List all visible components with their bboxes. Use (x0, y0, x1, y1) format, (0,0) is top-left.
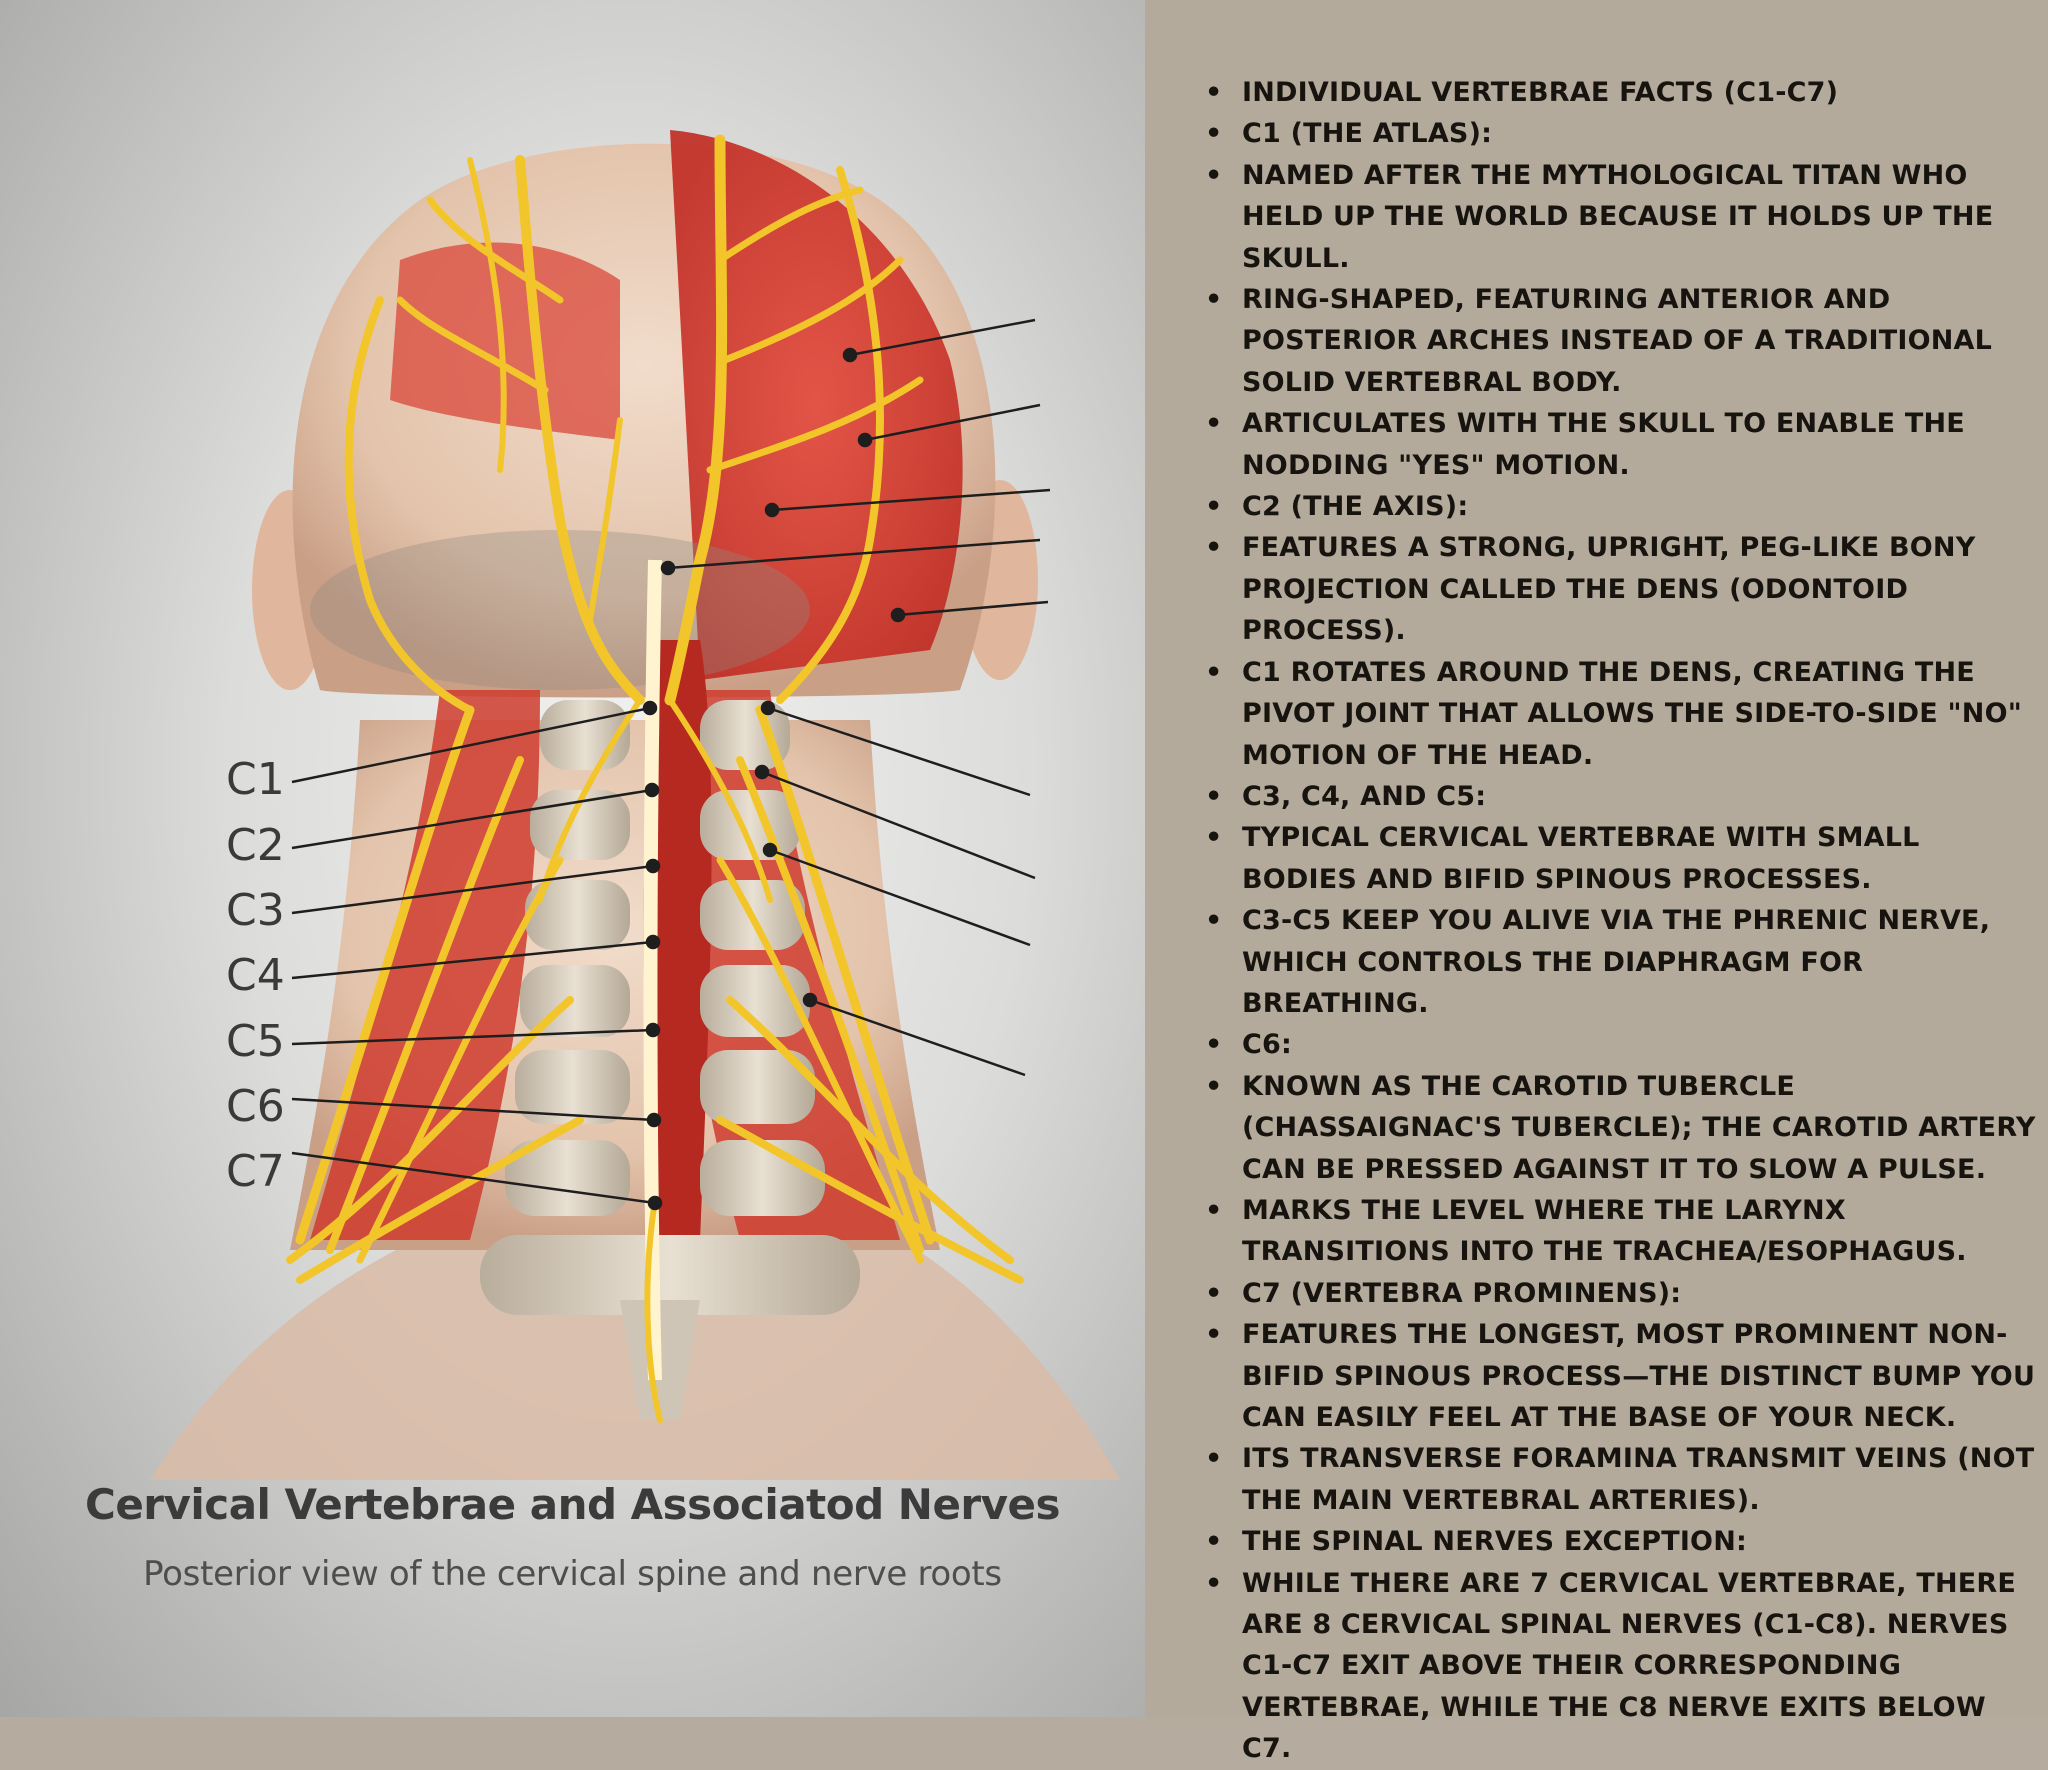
anatomy-illustration-panel: C1 C2 C3 C4 C5 C6 C7 Cervical Vertebrae … (0, 0, 1145, 1717)
nerve-network (286, 134, 1024, 1423)
label-c7: C7 (226, 1146, 285, 1197)
fact-item: Marks the level where the larynx transit… (1197, 1190, 2037, 1273)
spinal-cord (643, 559, 662, 1381)
fact-item: Articulates with the skull to enable the… (1197, 403, 2037, 486)
occipital-shadow (310, 530, 810, 690)
label-c4: C4 (226, 950, 285, 1001)
fact-item: C1 (The Atlas): (1197, 113, 2037, 155)
fact-item: Typical cervical vertebrae with small bo… (1197, 817, 2037, 900)
leader-lines (291, 318, 1051, 1211)
fact-item: While there are 7 cervical vertebrae, th… (1197, 1563, 2037, 1770)
central-muscle (643, 640, 712, 1240)
figure-subtitle: Posterior view of the cervical spine and… (143, 1554, 1002, 1594)
fact-item: Features the longest, most prominent non… (1197, 1314, 2037, 1438)
fact-item: C7 (Vertebra Prominens): (1197, 1273, 2037, 1315)
label-c5: C5 (226, 1016, 285, 1067)
facts-list: Individual Vertebrae Facts (C1-C7) C1 (T… (1197, 72, 2037, 1770)
facts-panel: Individual Vertebrae Facts (C1-C7) C1 (T… (1145, 0, 2048, 1764)
fact-item: C6: (1197, 1024, 2037, 1066)
fact-item: C3-C5 keep you alive via the phrenic ner… (1197, 900, 2037, 1024)
neck-anatomy-illustration (150, 130, 1120, 1480)
label-c2: C2 (226, 820, 285, 871)
fact-item: Named after the mythological Titan who h… (1197, 155, 2037, 279)
label-c1: C1 (226, 754, 285, 805)
fact-item: Ring-shaped, featuring anterior and post… (1197, 279, 2037, 403)
fact-item: The Spinal Nerves Exception: (1197, 1521, 2037, 1563)
label-c3: C3 (226, 885, 285, 936)
label-c6: C6 (226, 1081, 285, 1132)
fact-item: Its transverse foramina transmit veins (… (1197, 1438, 2037, 1521)
fact-item: C1 rotates around the dens, creating the… (1197, 652, 2037, 776)
fact-item: C3, C4, and C5: (1197, 776, 2037, 818)
fact-item: Individual Vertebrae Facts (C1-C7) (1197, 72, 2037, 114)
scalp-muscle-left (390, 242, 620, 440)
figure-title: Cervical Vertebrae and Associatod Nerves (85, 1480, 1061, 1529)
fact-item: C2 (The Axis): (1197, 486, 2037, 528)
fact-item: Features a strong, upright, peg-like bon… (1197, 527, 2037, 651)
fact-item: Known as the carotid tubercle (Chassaign… (1197, 1066, 2037, 1190)
